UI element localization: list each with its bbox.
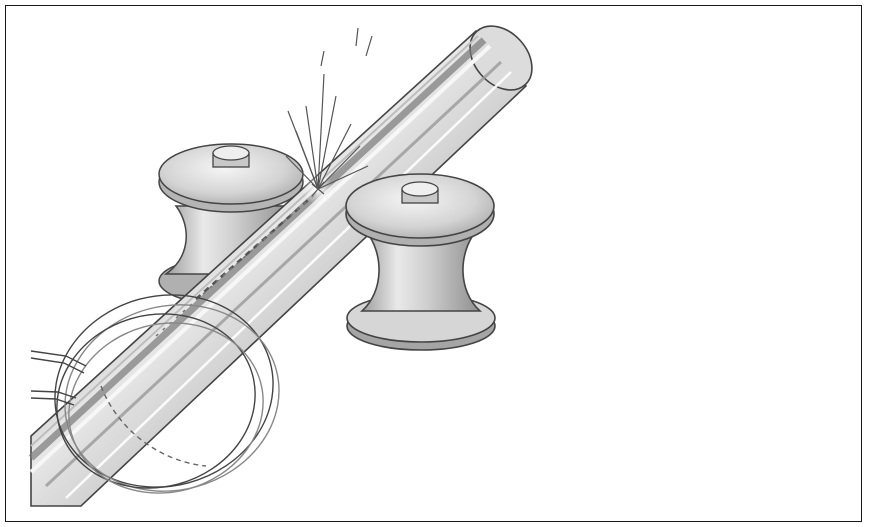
illustration-frame [5,5,862,522]
steel-pipe [31,14,544,506]
pipe-welding-illustration [6,6,863,523]
guide-roller-right [346,174,495,350]
